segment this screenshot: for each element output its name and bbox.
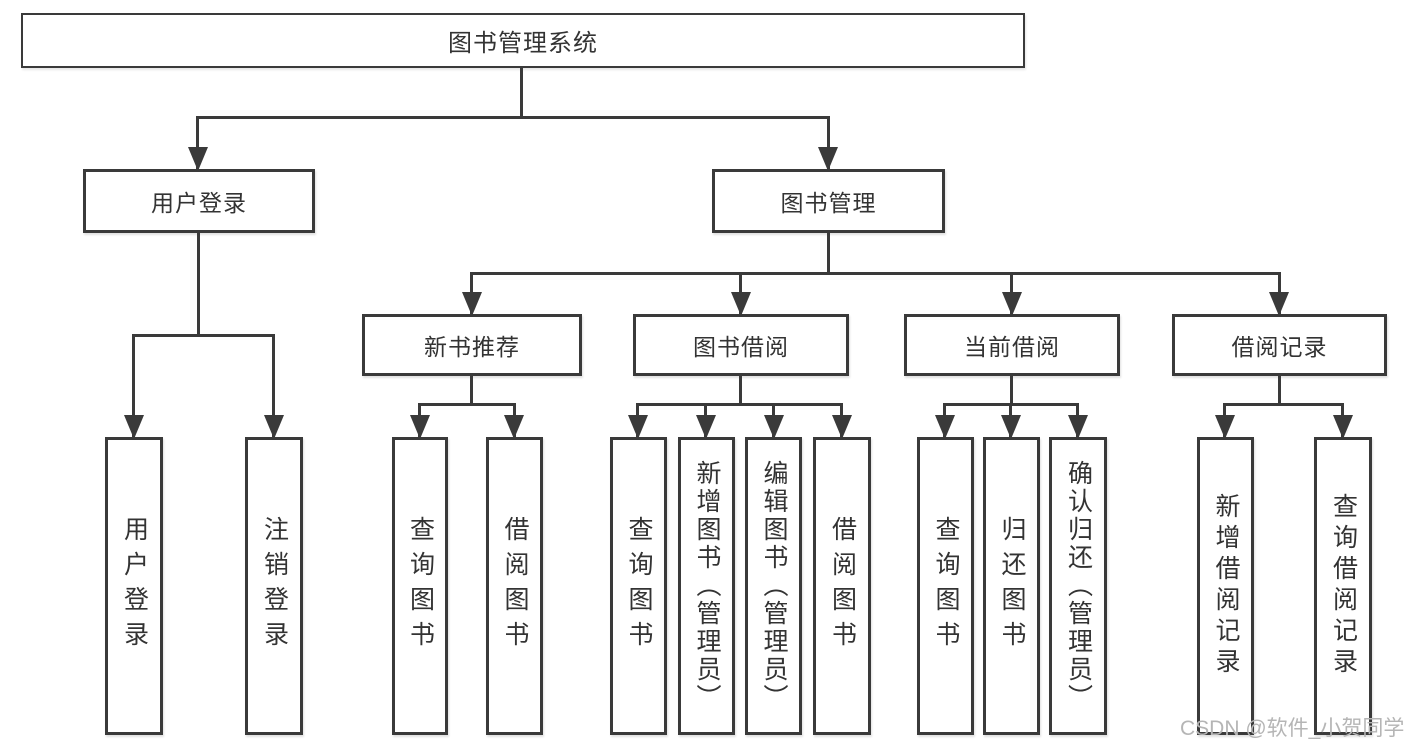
node-borrowing-records: 借阅记录 xyxy=(1172,314,1387,376)
node-label: 借阅图书 xyxy=(828,516,857,656)
node-label: 用户登录 xyxy=(151,190,247,216)
node-label: 图书借阅 xyxy=(693,334,789,360)
arrow-down-icon xyxy=(1001,415,1021,439)
arrow-down-icon xyxy=(264,415,284,439)
arrow-down-icon xyxy=(628,415,648,439)
arrow-down-icon xyxy=(818,147,838,171)
node-label: 图书管理系统 xyxy=(448,30,598,57)
node-label: 新增图书（管理员） xyxy=(693,460,721,712)
connector-records-bar xyxy=(1223,403,1344,406)
node-label: 确认归还（管理员） xyxy=(1064,460,1093,712)
node-book-management-branch: 图书管理 xyxy=(712,169,945,233)
node-label: 新增借阅记录 xyxy=(1212,493,1240,679)
leaf-add-books-admin: 新增图书（管理员） xyxy=(678,437,735,735)
leaf-query-books-recommend: 查询图书 xyxy=(392,437,448,735)
node-new-book-recommend: 新书推荐 xyxy=(362,314,582,376)
arrow-down-icon xyxy=(1068,415,1088,439)
node-label: 新书推荐 xyxy=(424,334,520,360)
node-label: 注销登录 xyxy=(260,516,289,656)
connector-drop-book-management xyxy=(827,116,830,170)
connector-borrowing-bar xyxy=(636,403,843,406)
leaf-edit-books-admin: 编辑图书（管理员） xyxy=(745,437,802,735)
connector-recommend-stem xyxy=(470,376,473,406)
connector-user-login-bar xyxy=(132,334,275,337)
node-label: 用户登录 xyxy=(120,516,149,656)
connector-current-stem xyxy=(1010,376,1013,406)
connector-drop-login-leaf xyxy=(132,334,135,439)
node-library-management-system: 图书管理系统 xyxy=(21,13,1025,68)
connector-book-mgmt-bar xyxy=(470,272,1281,275)
connector-root-stem xyxy=(520,68,523,119)
node-label: 查询图书 xyxy=(406,516,435,656)
node-label: 查询图书 xyxy=(932,516,960,656)
node-label: 图书管理 xyxy=(780,190,877,216)
leaf-confirm-return-admin: 确认归还（管理员） xyxy=(1049,437,1107,735)
arrow-down-icon xyxy=(188,147,208,171)
arrow-down-icon xyxy=(764,415,784,439)
leaf-return-books: 归还图书 xyxy=(983,437,1040,735)
node-label: 当前借阅 xyxy=(964,334,1060,360)
arrow-down-icon xyxy=(1215,415,1235,439)
node-label: 借阅记录 xyxy=(1231,334,1328,360)
connector-recommend-bar xyxy=(418,403,516,406)
arrow-down-icon xyxy=(935,415,955,439)
node-label: 查询图书 xyxy=(625,516,653,656)
leaf-borrow-books-recommend: 借阅图书 xyxy=(486,437,543,735)
connector-root-bar xyxy=(197,116,830,119)
node-book-borrowing: 图书借阅 xyxy=(633,314,849,376)
connector-book-mgmt-stem xyxy=(827,233,830,275)
connector-user-login-stem xyxy=(197,233,200,337)
connector-borrowing-stem xyxy=(739,376,742,406)
connector-drop-logout-leaf xyxy=(272,334,275,439)
leaf-logout: 注销登录 xyxy=(245,437,303,735)
csdn-watermark: CSDN @软件_小贺同学 xyxy=(1180,717,1405,740)
leaf-add-borrow-record: 新增借阅记录 xyxy=(1197,437,1254,735)
arrow-down-icon xyxy=(731,292,751,316)
connector-drop-user-login xyxy=(196,116,199,170)
arrow-down-icon xyxy=(124,415,144,439)
node-current-borrowing: 当前借阅 xyxy=(904,314,1120,376)
node-label: 归还图书 xyxy=(998,516,1026,656)
arrow-down-icon xyxy=(1269,292,1289,316)
arrow-down-icon xyxy=(1333,415,1353,439)
leaf-query-borrow-record: 查询借阅记录 xyxy=(1314,437,1372,735)
connector-records-stem xyxy=(1278,376,1281,406)
node-label: 编辑图书（管理员） xyxy=(760,460,788,712)
leaf-query-books-current: 查询图书 xyxy=(917,437,974,735)
arrow-down-icon xyxy=(696,415,716,439)
node-user-login-branch: 用户登录 xyxy=(83,169,315,233)
node-label: 借阅图书 xyxy=(501,516,529,656)
arrow-down-icon xyxy=(1002,292,1022,316)
leaf-borrow-books: 借阅图书 xyxy=(813,437,871,735)
arrow-down-icon xyxy=(410,415,430,439)
node-label: 查询借阅记录 xyxy=(1329,493,1358,679)
arrow-down-icon xyxy=(832,415,852,439)
leaf-user-login: 用户登录 xyxy=(105,437,163,735)
leaf-query-books-borrowing: 查询图书 xyxy=(610,437,667,735)
arrow-down-icon xyxy=(504,415,524,439)
arrow-down-icon xyxy=(462,292,482,316)
